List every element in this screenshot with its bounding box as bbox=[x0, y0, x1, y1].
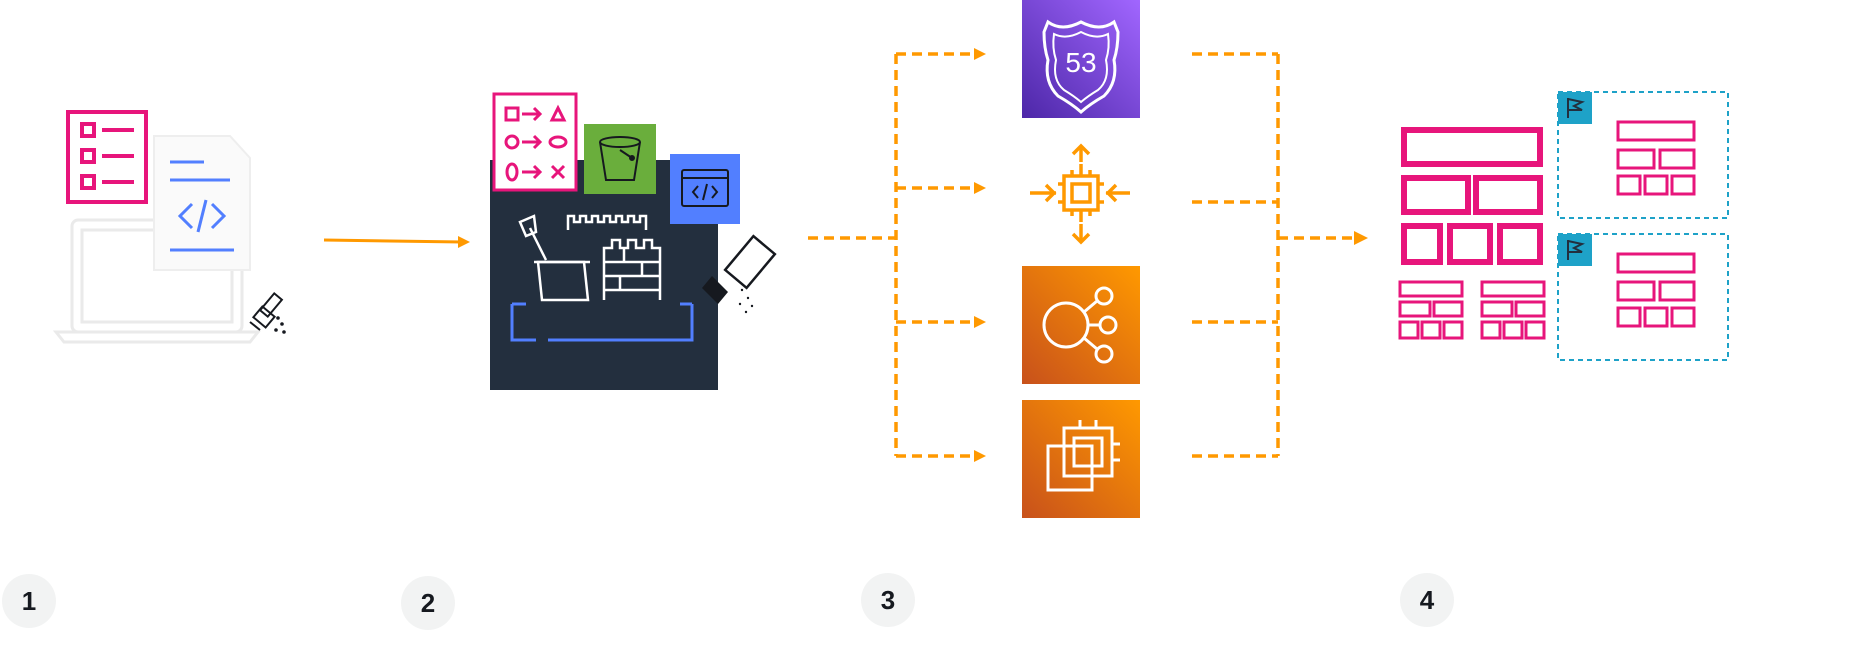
test-flow-chart-icon bbox=[492, 92, 578, 192]
step-number: 1 bbox=[21, 585, 37, 616]
elastic-load-balancing-icon bbox=[1022, 266, 1140, 384]
step-badge-1: 1 bbox=[2, 574, 56, 628]
code-file-icon bbox=[153, 135, 251, 271]
salt-shaker-icon bbox=[249, 291, 286, 334]
step-number: 3 bbox=[880, 584, 896, 615]
connector-to-services bbox=[808, 52, 976, 458]
test-checklist-icon bbox=[66, 110, 148, 204]
compute-chip-icon bbox=[1030, 143, 1130, 245]
salt-shaker-icon bbox=[702, 234, 777, 314]
connector-to-dashboards bbox=[1192, 52, 1356, 458]
route53-label: 53 bbox=[1065, 47, 1096, 78]
account-dashboard-group-2 bbox=[1557, 233, 1729, 361]
arrowhead-to-dashboards bbox=[1354, 231, 1368, 245]
code-window-icon bbox=[670, 154, 740, 224]
s3-bucket-icon bbox=[584, 124, 656, 194]
step-badge-3: 3 bbox=[861, 573, 915, 627]
flag-icon bbox=[1567, 240, 1585, 260]
flag-icon bbox=[1567, 98, 1585, 118]
dashboards-icon bbox=[1398, 127, 1546, 340]
route53-icon: 53 bbox=[1022, 0, 1140, 118]
account-dashboard-group-1 bbox=[1557, 91, 1729, 219]
arrow-step1-to-step2 bbox=[323, 236, 470, 248]
connector-arrowheads bbox=[974, 48, 986, 462]
step-number: 4 bbox=[1419, 584, 1435, 615]
step-badge-4: 4 bbox=[1400, 573, 1454, 627]
step-number: 2 bbox=[420, 587, 436, 618]
ec2-instances-icon bbox=[1022, 400, 1140, 518]
step-badge-2: 2 bbox=[401, 576, 455, 630]
